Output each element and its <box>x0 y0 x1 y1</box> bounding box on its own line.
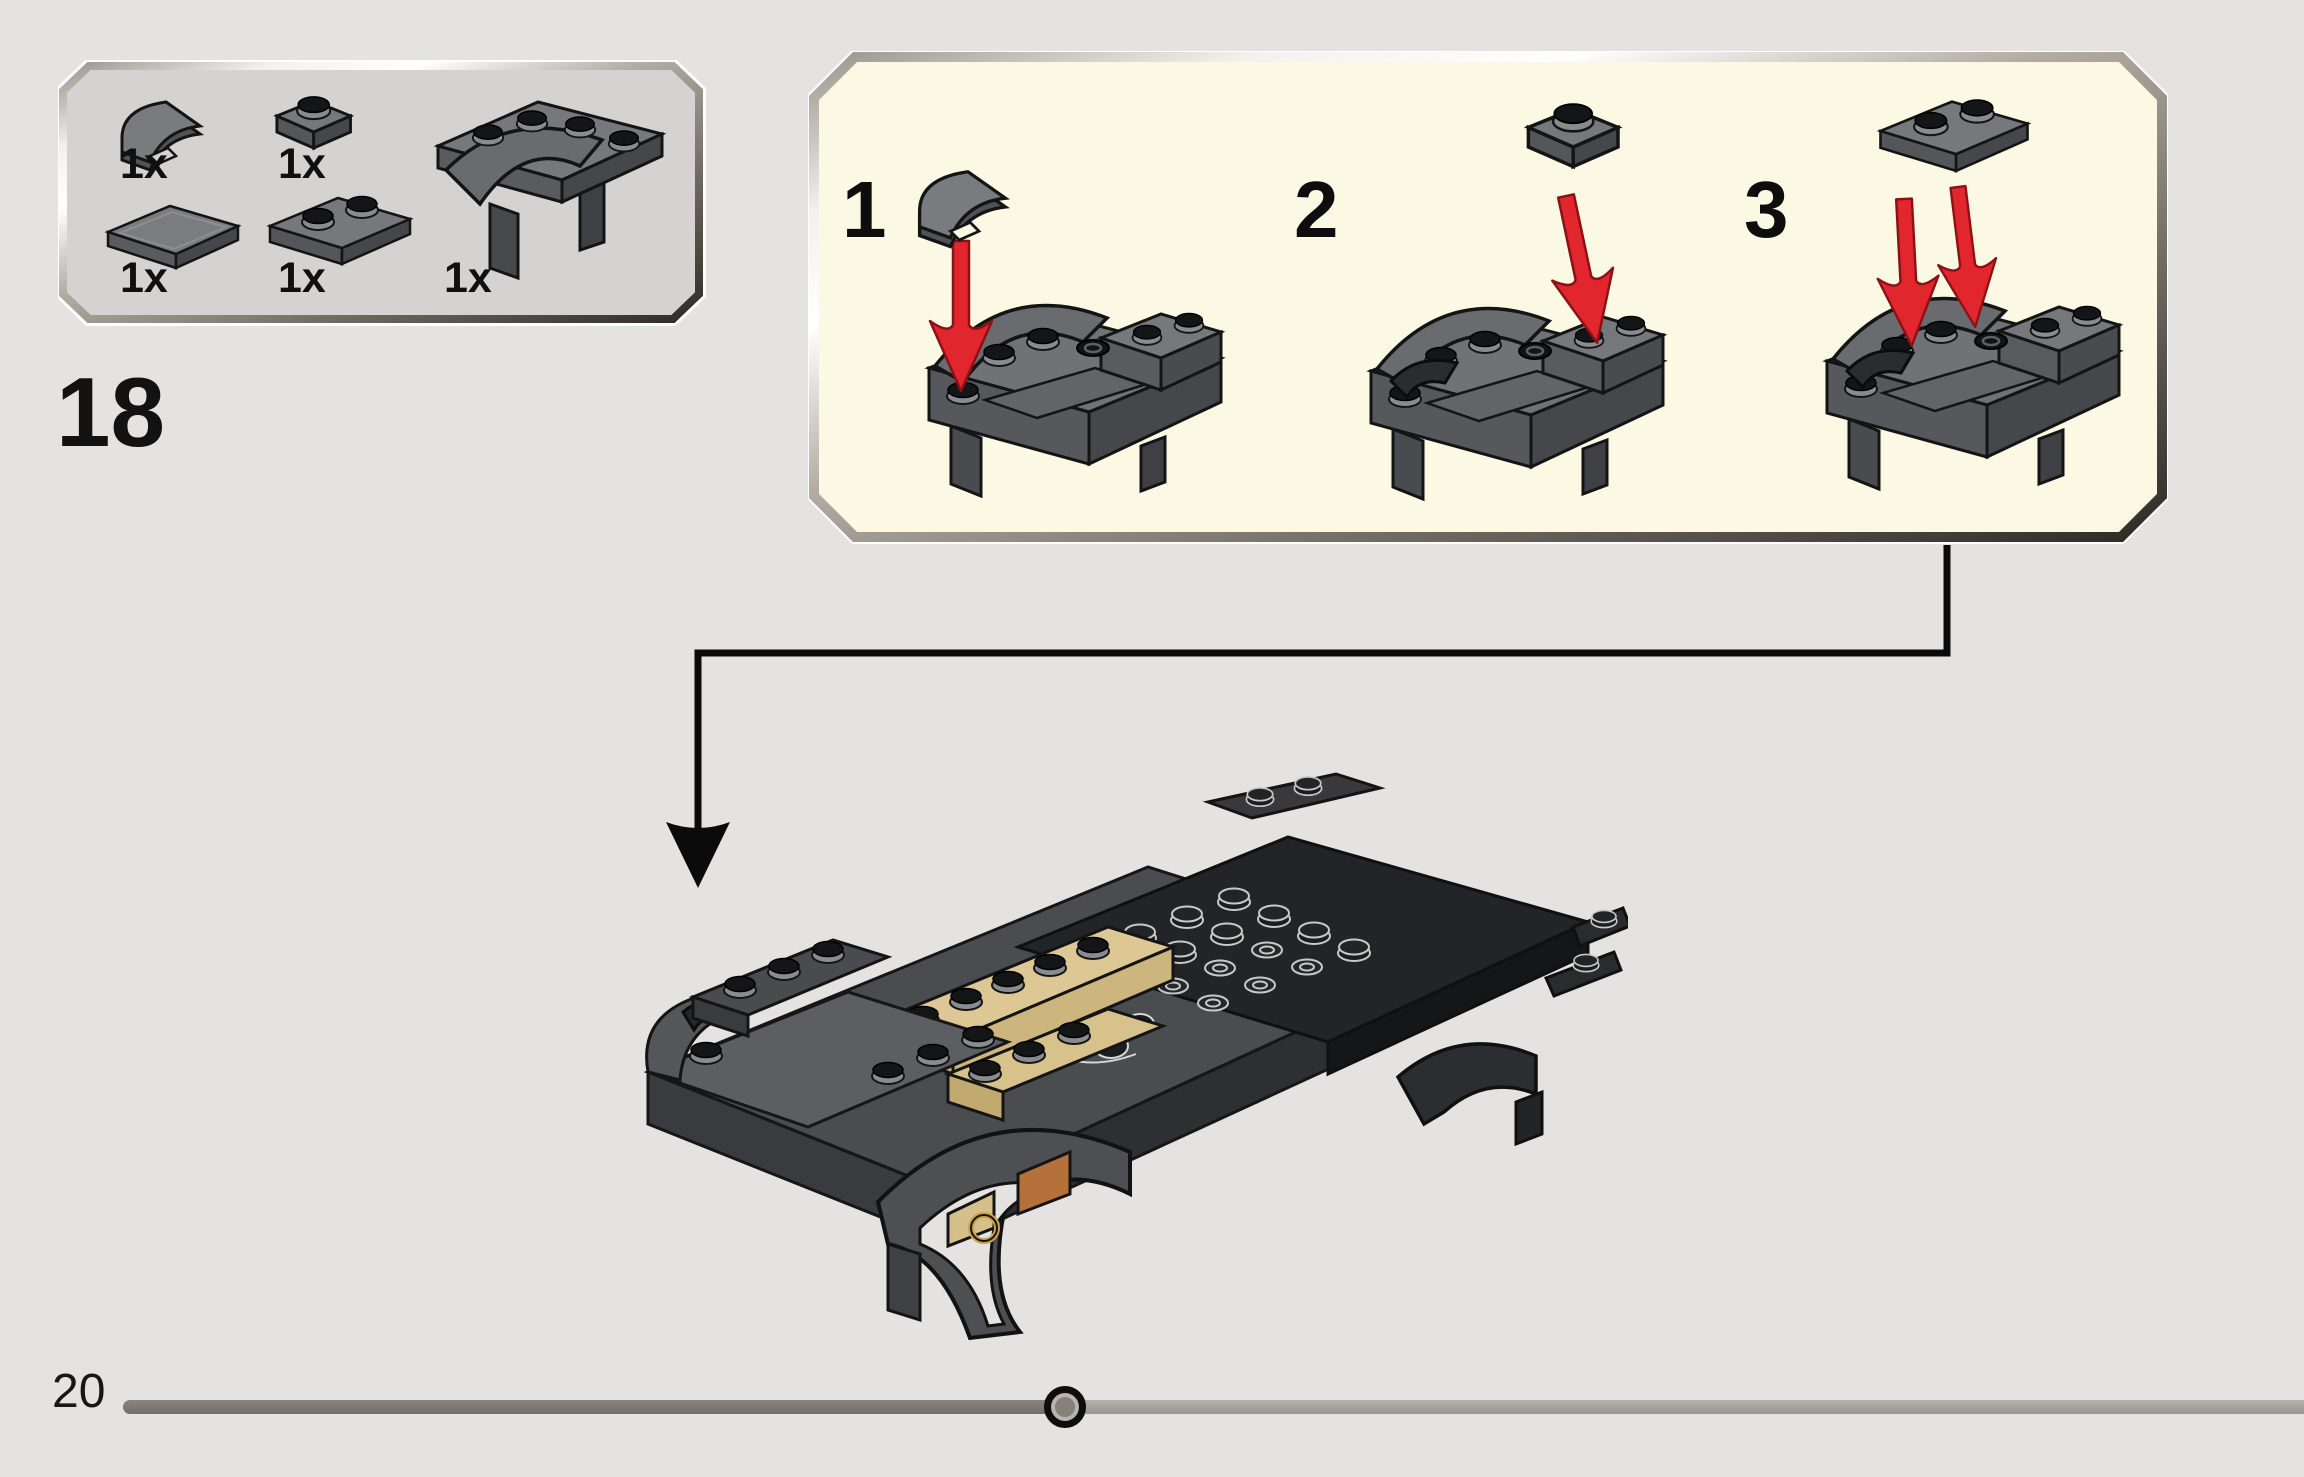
part-qty: 1x <box>444 254 492 302</box>
substep-3-label: 3 <box>1744 165 1789 254</box>
progress-track-remaining[interactable] <box>1065 1400 2304 1414</box>
substep-1-label: 1 <box>842 165 887 254</box>
front-wheel-arch <box>875 1128 1132 1341</box>
rear-wheel-arch <box>1395 1042 1544 1147</box>
rear-platform <box>1013 835 1628 1077</box>
part-qty: 1x <box>278 140 326 188</box>
model-illustration <box>643 772 1628 1341</box>
front-section-new-pieces <box>643 938 1013 1129</box>
substep-1-floating-quarter-tile <box>917 170 1008 249</box>
rear-wing-plate <box>1202 772 1386 820</box>
progress-track-completed[interactable] <box>123 1400 1065 1414</box>
page-number: 20 <box>52 1365 106 1418</box>
part-icon-quarter-round-tile <box>120 100 202 172</box>
parts-panel: 1x 1x 1x 1x 1x <box>58 60 706 326</box>
part-qty: 1x <box>120 140 168 188</box>
part-qty: 1x <box>120 254 168 302</box>
progress-slider-knob[interactable] <box>1044 1386 1086 1428</box>
substep-2-label: 2 <box>1294 165 1339 254</box>
part-qty: 1x <box>278 254 326 302</box>
substeps-callout: 1 2 3 <box>808 51 2168 544</box>
step-number: 18 <box>56 357 166 467</box>
